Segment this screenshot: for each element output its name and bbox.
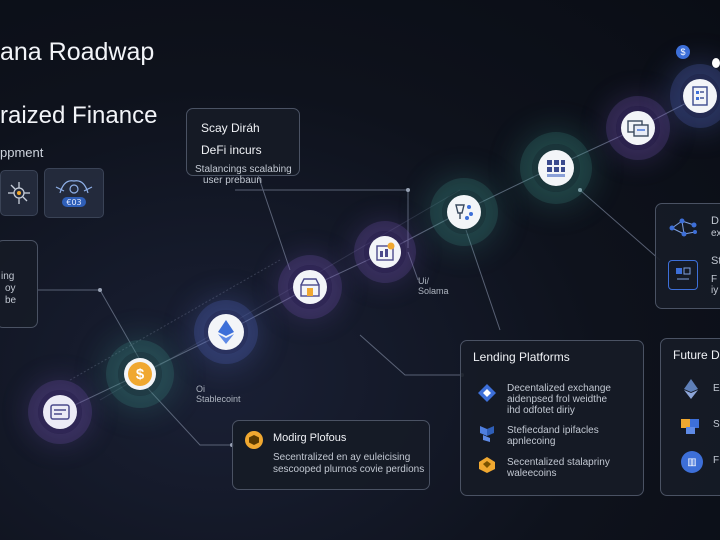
wallet-screens-icon [627, 120, 649, 137]
left-info-card[interactable]: ing oy be [0, 240, 38, 328]
node-solana[interactable] [364, 231, 406, 273]
grid-apps-icon [547, 160, 565, 177]
node-label-stablecoin-b: Stablecoint [196, 394, 241, 404]
section-label: ppment [0, 145, 44, 160]
modular-card[interactable]: Modirg Plofous Secentralized en ay eulei… [232, 420, 430, 490]
node-label-stablecoin-a: Oi [196, 384, 205, 394]
network-chip-icon[interactable] [0, 170, 38, 216]
dollar-badge-icon: $ [676, 45, 690, 59]
blue-token-icon: ▥ [681, 451, 703, 473]
ethereum-small-icon [683, 379, 699, 404]
node-wallet[interactable] [616, 106, 660, 150]
svg-text:€03: €03 [66, 198, 81, 207]
gold-coin-icon [477, 455, 497, 475]
network-nodes-icon [668, 216, 698, 245]
node-label-solana-b: Solama [418, 286, 449, 296]
future-card[interactable]: Future D E S ▥ F [660, 338, 720, 496]
node-payments[interactable] [38, 390, 82, 434]
dollar-coin-icon: $ [128, 362, 152, 386]
exchange-icon [477, 383, 497, 403]
blocks-icon [477, 423, 497, 443]
trophy-network-icon [455, 204, 473, 220]
page-title: ana Roadwap [0, 38, 155, 66]
hexagon-coin-icon [245, 431, 263, 449]
node-stablecoin[interactable]: $ [118, 352, 162, 396]
brain-circuit-icon[interactable]: €03 [44, 168, 104, 218]
lending-platforms-card[interactable]: Lending Platforms Decentalized exchange … [460, 340, 644, 496]
document-list-icon [692, 86, 708, 106]
node-defi[interactable] [442, 190, 486, 234]
card-icon [50, 404, 70, 420]
defi-card[interactable]: Scay Diráh DeFi incurs Stalancings scala… [186, 108, 300, 186]
dashboard-icon [376, 242, 395, 261]
node-exchange[interactable] [532, 144, 580, 192]
page-subtitle: raized Finance [0, 102, 158, 129]
node-ethereum[interactable] [204, 310, 248, 354]
node-label-solana-a: Ui/ [418, 276, 429, 286]
right-info-card[interactable]: D ex St F iy [655, 203, 720, 309]
node-modular[interactable] [288, 265, 332, 309]
ethereum-icon [218, 320, 234, 344]
node-documents[interactable] [680, 74, 720, 118]
chart-doc-icon [668, 260, 698, 290]
puzzle-icon [679, 415, 703, 440]
storefront-icon [300, 278, 320, 297]
dot-badge-icon [712, 58, 720, 68]
